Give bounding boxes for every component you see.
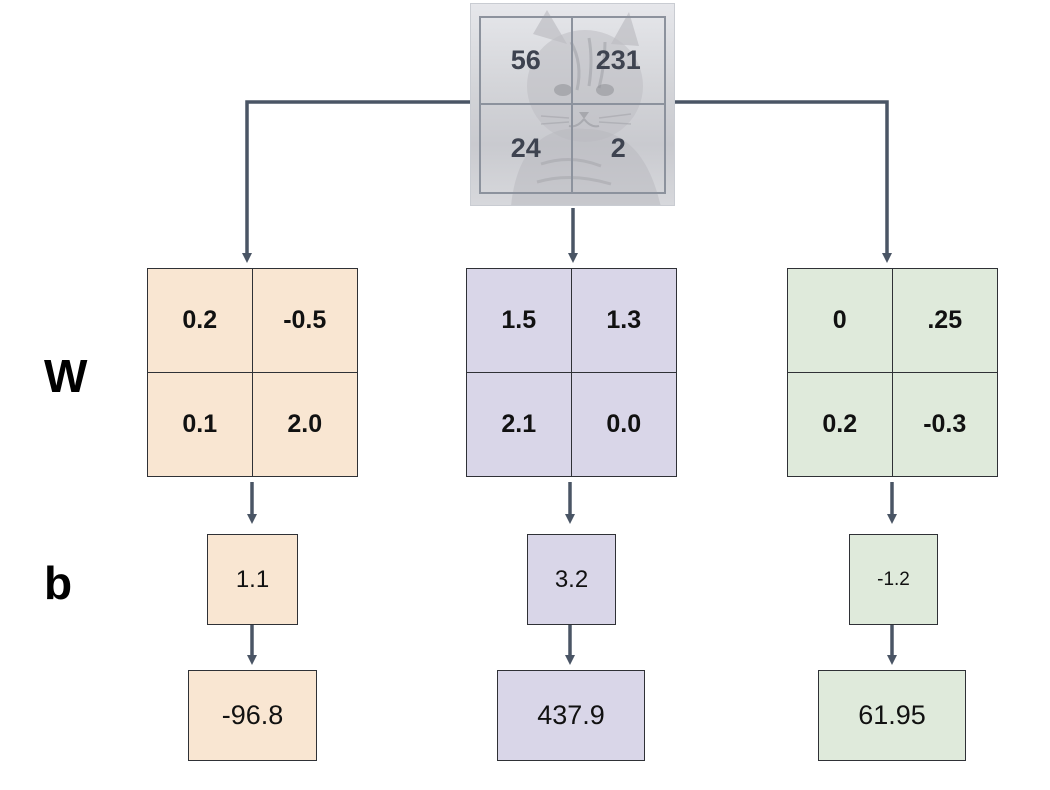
output-box-middle: 437.9 bbox=[497, 670, 645, 761]
pixel-value: 231 bbox=[572, 18, 664, 105]
bias-box-middle: 3.2 bbox=[527, 534, 616, 625]
weight-matrix-left: 0.2 -0.5 0.1 2.0 bbox=[147, 268, 358, 477]
weight-value: 2.1 bbox=[467, 372, 572, 476]
weight-matrix-middle: 1.5 1.3 2.1 0.0 bbox=[466, 268, 677, 477]
weight-value: 0.0 bbox=[606, 409, 642, 438]
weight-value: 2.0 bbox=[287, 409, 323, 438]
output-box-left: -96.8 bbox=[188, 670, 317, 761]
weight-value: 0.1 bbox=[148, 372, 253, 476]
weight-value: -0.5 bbox=[252, 269, 357, 373]
weight-matrix-right: 0 .25 0.2 -0.3 bbox=[787, 268, 998, 477]
bias-box-right: -1.2 bbox=[849, 534, 938, 625]
bias-box-left: 1.1 bbox=[207, 534, 298, 625]
bias-row-label: b bbox=[44, 557, 73, 609]
pixel-grid: 56 231 24 2 bbox=[479, 16, 666, 194]
pixel-value: 56 bbox=[481, 18, 573, 105]
weight-value: 0.2 bbox=[788, 372, 893, 476]
weight-value: .25 bbox=[892, 269, 997, 373]
weight-value: 1.3 bbox=[571, 269, 676, 373]
input-cat-image: 56 231 24 2 bbox=[470, 3, 675, 206]
weight-value: 0.2 bbox=[148, 269, 253, 373]
weight-value: 0 bbox=[788, 269, 893, 373]
weight-value: -0.3 bbox=[923, 409, 967, 438]
cat-photo-illustration bbox=[511, 10, 661, 205]
arrow-image-to-matrix-left bbox=[242, 100, 470, 263]
arrow-image-to-matrix-right bbox=[675, 100, 892, 263]
pixel-value: 2 bbox=[610, 133, 626, 163]
pixel-value: 24 bbox=[481, 105, 573, 192]
output-box-right: 61.95 bbox=[818, 670, 966, 761]
weights-row-label: W bbox=[44, 350, 88, 402]
weight-value: 1.5 bbox=[467, 269, 572, 373]
